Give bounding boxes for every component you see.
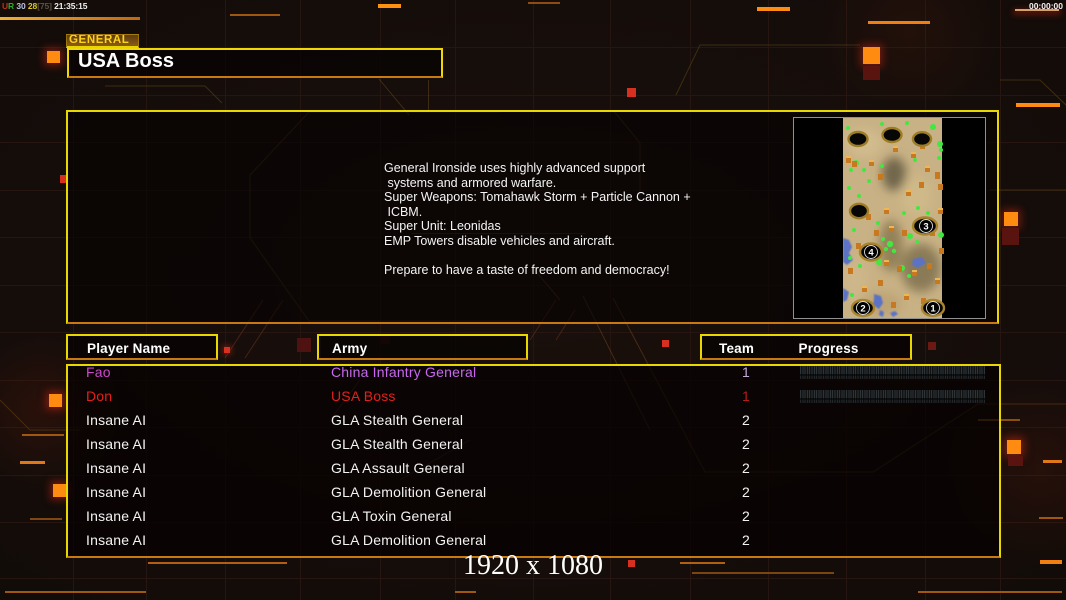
svg-text:1: 1: [930, 304, 936, 315]
svg-text:4: 4: [868, 248, 874, 259]
svg-text:3: 3: [923, 222, 928, 233]
svg-text:2: 2: [860, 304, 865, 315]
